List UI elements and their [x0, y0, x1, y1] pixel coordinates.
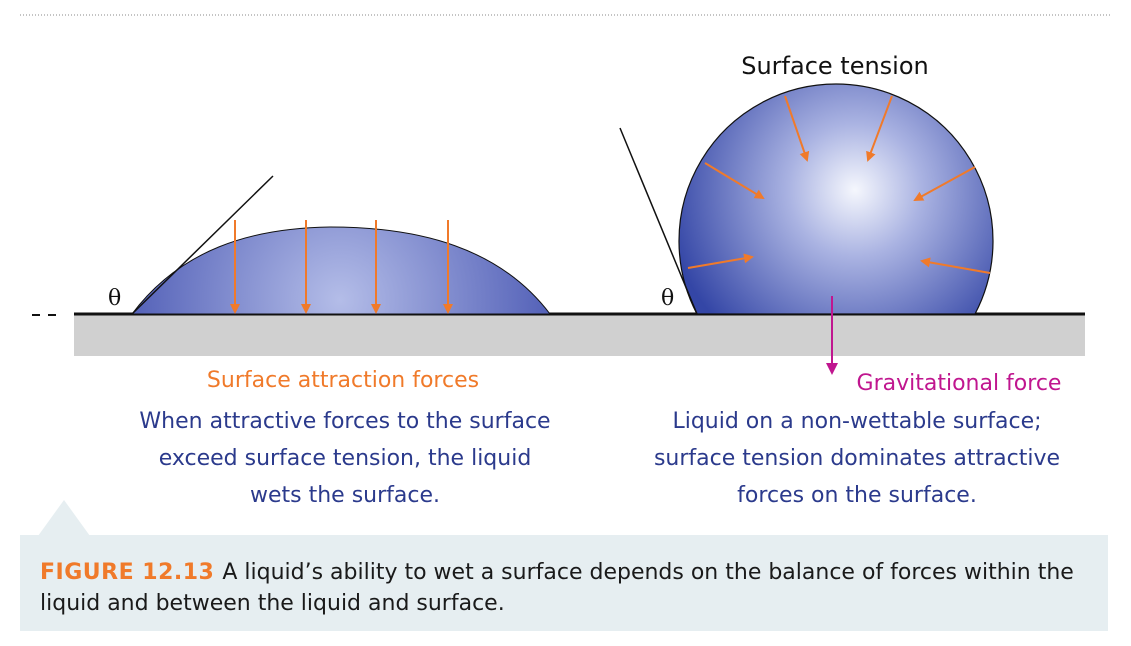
tension-arrow	[687, 253, 754, 269]
non-wetting-droplet	[678, 83, 994, 315]
caption-box	[20, 535, 1108, 631]
caption-pointer	[38, 500, 90, 536]
surface-tension-label: Surface tension	[741, 52, 929, 80]
wetting-description-line: wets the surface.	[250, 483, 440, 508]
contact-angle-label-right: θ	[661, 286, 674, 311]
tension-arrow	[784, 95, 810, 162]
solid-surface	[74, 315, 1085, 356]
tension-arrow	[913, 166, 976, 201]
non-wetting-tangent-line	[619, 127, 698, 315]
figure-number: FIGURE 12.13	[40, 560, 215, 585]
caption-text: A liquid’s ability to wet a surface depe…	[40, 560, 1074, 616]
wetting-droplet	[130, 226, 552, 315]
contact-angle-label-left: θ	[108, 286, 121, 311]
wetting-description-line: exceed surface tension, the liquid	[159, 446, 532, 471]
wetting-description-line: When attractive forces to the surface	[139, 409, 550, 434]
tension-arrow	[866, 95, 893, 162]
tension-arrow	[920, 257, 991, 274]
wetting-tangent-line	[131, 175, 274, 315]
non-wetting-description-line: surface tension dominates attractive	[654, 446, 1060, 471]
tension-arrow	[704, 162, 765, 200]
non-wetting-description-line: forces on the surface.	[737, 483, 977, 508]
surface-attraction-label: Surface attraction forces	[207, 368, 479, 393]
gravitational-force-label: Gravitational force	[857, 371, 1062, 396]
non-wetting-description-line: Liquid on a non-wettable surface;	[672, 409, 1041, 434]
